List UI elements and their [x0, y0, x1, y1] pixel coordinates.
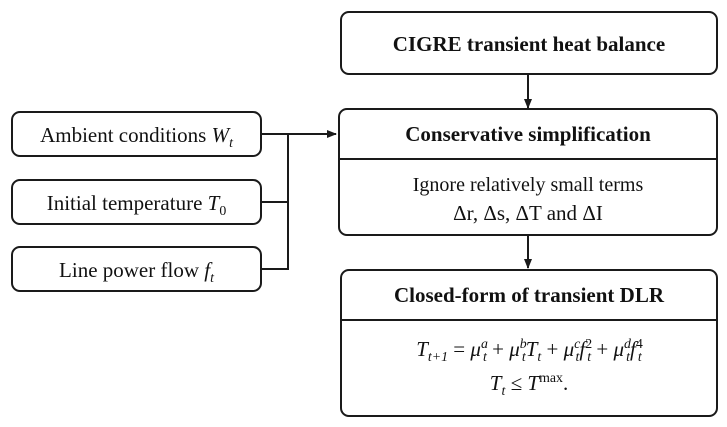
simplification-divider — [340, 158, 716, 160]
ambient-conditions-box: Ambient conditions Wt — [11, 111, 262, 157]
term-ds: Δs, — [483, 201, 511, 225]
closed-form-equation: Tt+1 = μat + μbtTt + μctf2t + μdtf4t — [416, 336, 643, 365]
initial-temperature-label: Initial temperature T0 — [13, 191, 260, 219]
line-power-flow-var: f — [204, 258, 211, 282]
initial-temperature-var: T — [207, 191, 220, 215]
term-and: and — [546, 201, 578, 225]
line-power-flow-sub: t — [210, 270, 214, 286]
term-dI: ΔI — [582, 201, 603, 225]
ambient-var: W — [211, 123, 230, 147]
ambient-conditions-text: Ambient conditions — [40, 123, 207, 147]
simplification-line1: Ignore relatively small terms — [412, 174, 644, 196]
ambient-sub: t — [229, 135, 233, 151]
simplification-terms: Δr, Δs, ΔT and ΔI — [340, 201, 716, 226]
line-power-flow-box: Line power flow ft — [11, 246, 262, 292]
line-power-flow-label: Line power flow ft — [13, 258, 260, 286]
initial-temperature-text: Initial temperature — [46, 191, 203, 215]
closed-form-title: Closed-form of transient DLR — [393, 283, 665, 307]
term-dT: ΔT — [515, 201, 542, 225]
closed-form-box: Closed-form of transient DLR Tt+1 = μat … — [340, 269, 718, 417]
cigre-heat-balance-box: CIGRE transient heat balance — [340, 11, 718, 75]
line-power-flow-text: Line power flow — [59, 258, 199, 282]
closed-form-constraint: Tt ≤ Tmax. — [489, 370, 569, 399]
term-dr: Δr, — [453, 201, 479, 225]
cigre-heat-balance-title: CIGRE transient heat balance — [392, 32, 666, 56]
initial-temperature-sub: 0 — [219, 203, 227, 219]
initial-temperature-box: Initial temperature T0 — [11, 179, 262, 225]
simplification-title: Conservative simplification — [405, 122, 651, 146]
simplification-box: Conservative simplification Ignore relat… — [338, 108, 718, 236]
ambient-conditions-label: Ambient conditions Wt — [13, 123, 260, 151]
closed-form-divider — [342, 319, 716, 321]
